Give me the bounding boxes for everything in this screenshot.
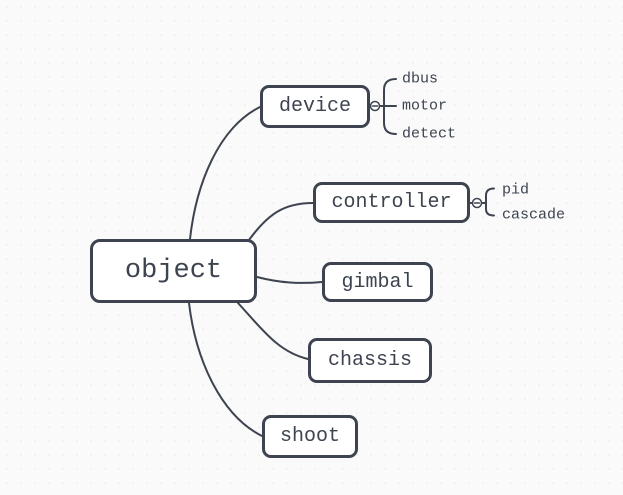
branch-node-label: shoot	[279, 425, 340, 448]
branch-node-device[interactable]: device	[260, 85, 370, 128]
leaf-node-cascade[interactable]: cascade	[502, 206, 566, 224]
leaf-node-pid[interactable]: pid	[502, 181, 530, 199]
branch-node-label: chassis	[327, 349, 412, 372]
branch-curve-chassis	[237, 302, 309, 360]
branch-node-label: device	[278, 95, 351, 118]
device-children-brace	[383, 78, 397, 135]
branch-curve-gimbal	[256, 276, 323, 284]
root-node-label: object	[124, 256, 223, 286]
branch-curve-shoot	[188, 302, 263, 437]
branch-node-gimbal[interactable]: gimbal	[322, 262, 433, 302]
branch-curve-controller	[248, 202, 314, 241]
branch-node-controller[interactable]: controller	[313, 182, 470, 223]
branch-node-chassis[interactable]: chassis	[308, 338, 432, 383]
branch-node-label: controller	[331, 191, 452, 214]
controller-children-brace	[485, 187, 495, 217]
branch-node-label: gimbal	[341, 270, 414, 294]
root-node-object[interactable]: object	[90, 239, 257, 303]
leaf-node-dbus[interactable]: dbus	[402, 70, 439, 88]
leaf-node-detect[interactable]: detect	[402, 125, 457, 143]
branch-curve-device	[189, 106, 261, 240]
branch-node-shoot[interactable]: shoot	[262, 415, 358, 458]
leaf-node-motor[interactable]: motor	[402, 97, 448, 115]
